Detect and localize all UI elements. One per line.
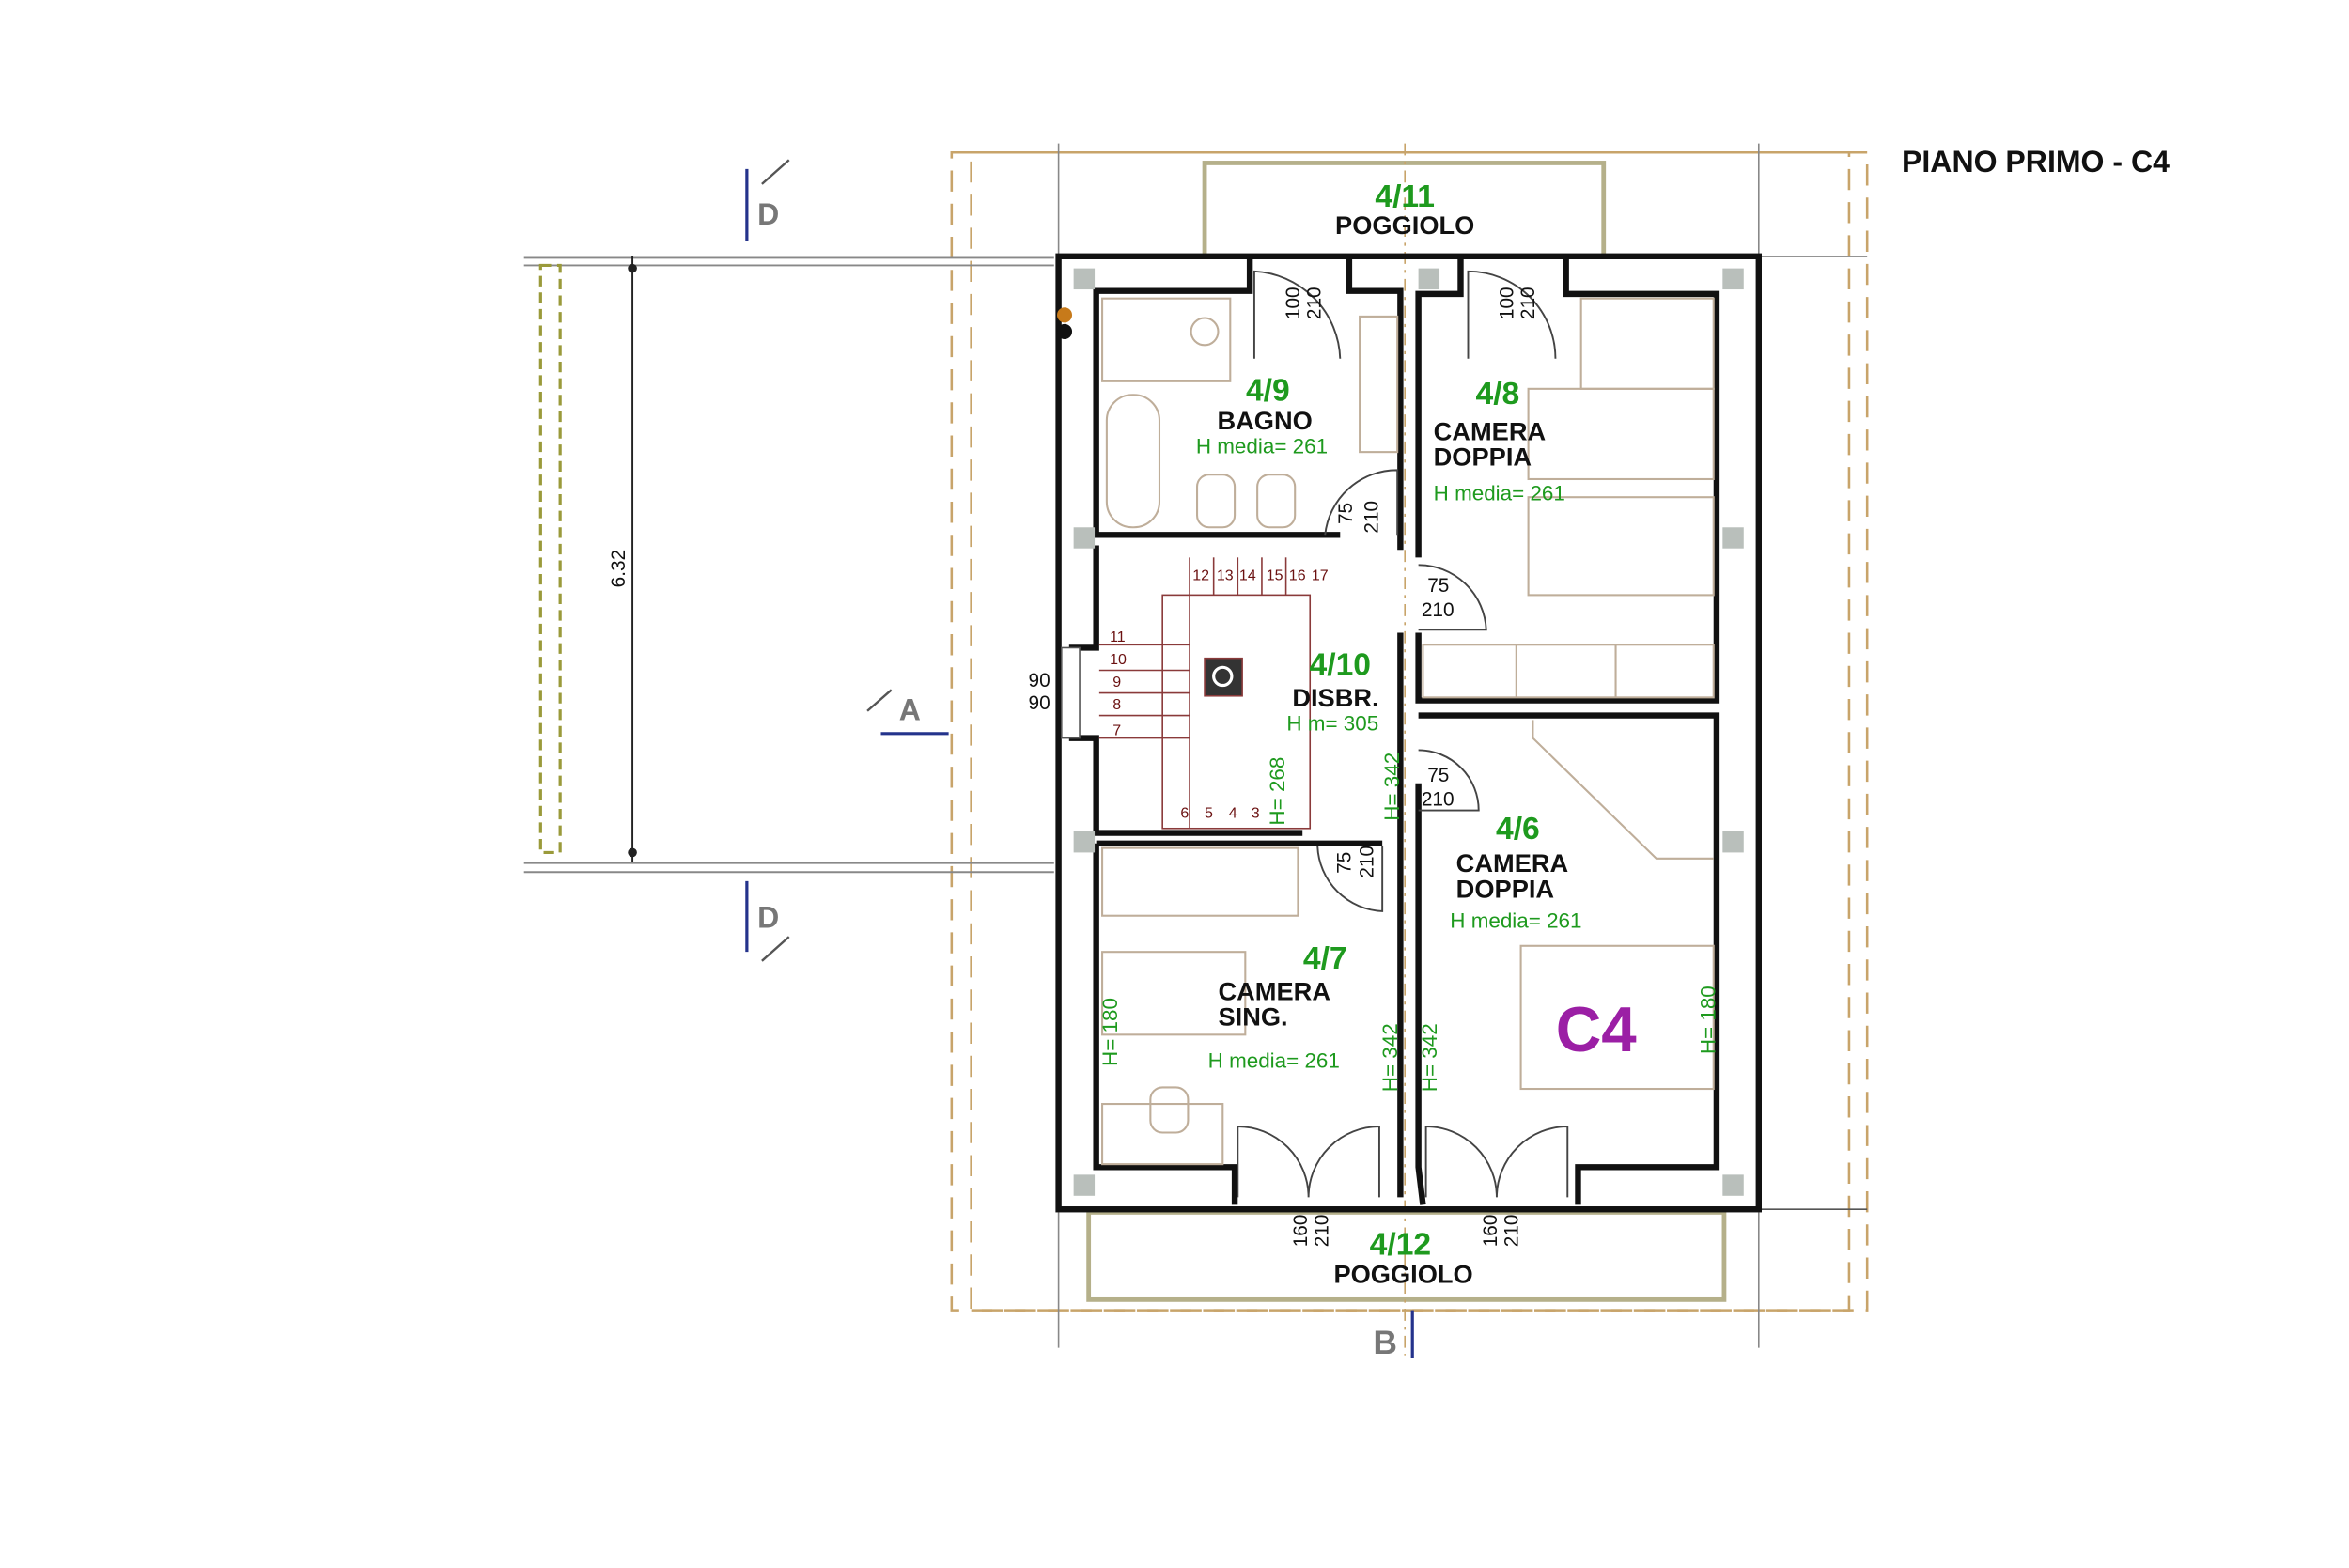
plan-label: 90 xyxy=(1029,692,1050,714)
plan-label: CAMERA xyxy=(1456,848,1569,877)
plan-label: 210 xyxy=(1517,287,1539,319)
plan-label: H= 180 xyxy=(1098,998,1122,1066)
plan-label: 100 xyxy=(1283,287,1304,319)
plan-label: BAGNO xyxy=(1217,406,1312,435)
roof-outline xyxy=(950,143,1869,1348)
room-4-11-id: 4/11 xyxy=(1375,179,1435,214)
plan-label: H media= 261 xyxy=(1450,909,1581,933)
plan-label: DOPPIA xyxy=(1434,442,1532,472)
plan-label: 75 xyxy=(1427,765,1449,786)
plan-label: H= 342 xyxy=(1418,1023,1441,1092)
plan-label: 160 xyxy=(1290,1215,1312,1248)
plan-label: DOPPIA xyxy=(1456,874,1554,903)
plan-label: H= 268 xyxy=(1266,757,1289,826)
plan-label: 75 xyxy=(1335,503,1357,524)
plan-label: 210 xyxy=(1422,789,1455,811)
plan-label: 4/7 xyxy=(1303,941,1347,976)
plan-label: 90 xyxy=(1029,670,1050,691)
doors xyxy=(1237,270,1569,1198)
plan-label: 210 xyxy=(1303,287,1325,319)
section-d-top: D xyxy=(757,197,779,231)
plan-label: 4/10 xyxy=(1310,647,1371,682)
plan-label: 13 xyxy=(1217,567,1234,583)
section-b: B xyxy=(1374,1325,1397,1361)
plan-label: DISBR. xyxy=(1292,683,1378,712)
plan-label: H media= 261 xyxy=(1196,435,1328,458)
plan-label: 4 xyxy=(1229,805,1237,822)
plan-label: 15 xyxy=(1267,567,1283,583)
plan-label: 6.32 xyxy=(608,550,630,588)
plan-label: H= 342 xyxy=(1378,1023,1402,1092)
plan-label: H media= 261 xyxy=(1434,481,1565,505)
plan-label: CAMERA xyxy=(1434,416,1547,445)
staircase xyxy=(1098,557,1312,830)
plan-title: PIANO PRIMO - C4 xyxy=(1902,145,2170,179)
plan-label: 4/8 xyxy=(1476,377,1520,411)
pillars xyxy=(1073,268,1744,1196)
plan-label: 160 xyxy=(1480,1215,1501,1248)
plan-label: H m= 305 xyxy=(1286,712,1378,736)
plan-label: 100 xyxy=(1497,287,1518,319)
section-a: A xyxy=(899,692,921,726)
plan-label: CAMERA xyxy=(1218,976,1330,1005)
plan-label: H= 342 xyxy=(1380,753,1404,821)
plan-label: 6 xyxy=(1180,805,1189,822)
plan-label: 9 xyxy=(1112,674,1121,691)
plan-label: 14 xyxy=(1239,567,1256,583)
dimension-line: 6.32 xyxy=(523,256,1054,874)
plan-label: 75 xyxy=(1427,575,1449,597)
plan-label: 210 xyxy=(1361,501,1382,534)
plan-label: POGGIOLO xyxy=(1333,1260,1472,1289)
furniture xyxy=(1101,297,1715,1166)
plan-label: 210 xyxy=(1357,846,1378,878)
plan-label: 4/6 xyxy=(1496,812,1540,846)
plan-label: 210 xyxy=(1422,599,1455,621)
plan-label: 7 xyxy=(1112,722,1121,738)
plan-label: 210 xyxy=(1311,1215,1332,1248)
plan-label: 10 xyxy=(1110,651,1127,668)
unit-label: C4 xyxy=(1556,995,1638,1065)
plan-label: 5 xyxy=(1205,805,1213,822)
plan-label: 17 xyxy=(1312,567,1329,583)
plan-label: 11 xyxy=(1110,629,1126,645)
room-4-11-name: POGGIOLO xyxy=(1335,210,1474,240)
plan-label: SING. xyxy=(1218,1002,1287,1032)
section-d-bottom: D xyxy=(757,901,779,935)
plan-label: 12 xyxy=(1192,567,1209,583)
plan-label: 210 xyxy=(1501,1215,1522,1248)
plan-label: 8 xyxy=(1112,696,1121,713)
plan-label: 3 xyxy=(1252,805,1260,822)
plan-label: 75 xyxy=(1334,852,1356,874)
plan-label: 16 xyxy=(1289,567,1306,583)
plan-label: H media= 261 xyxy=(1208,1049,1340,1073)
plan-label: H= 180 xyxy=(1696,986,1719,1054)
plan-label: 4/9 xyxy=(1246,374,1290,409)
walls xyxy=(1055,253,1762,1213)
plan-label: 4/12 xyxy=(1370,1227,1431,1262)
